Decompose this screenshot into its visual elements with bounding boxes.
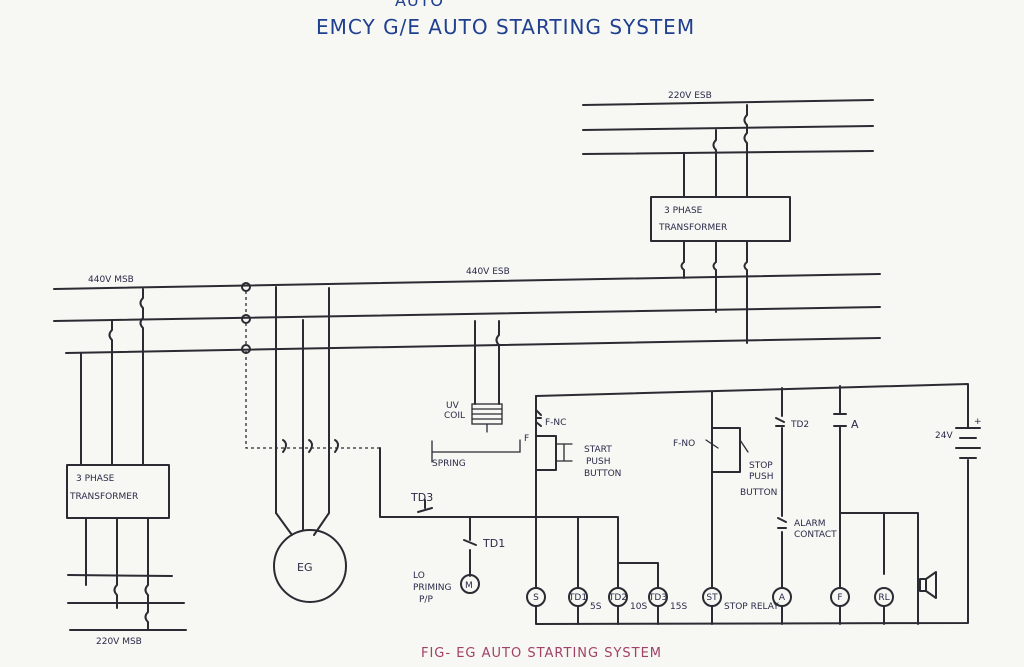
coil-circle bbox=[772, 587, 792, 607]
coil-symbol: TD1 bbox=[568, 593, 587, 603]
alarm-contact-line1: ALARM bbox=[794, 519, 826, 529]
f-label: F bbox=[524, 434, 529, 444]
stop-button-line2: PUSH bbox=[749, 472, 774, 482]
td3-contact-label: TD3 bbox=[410, 491, 433, 504]
bus-220v-msb-label: 220V MSB bbox=[96, 637, 142, 647]
start-push-button: START PUSH BUTTON bbox=[535, 435, 621, 479]
upper-transformer-line2: TRANSFORMER bbox=[658, 223, 727, 233]
coil-circle bbox=[702, 587, 722, 607]
uv-coil-line1: UV bbox=[446, 401, 460, 411]
coil-label: 10S bbox=[630, 602, 647, 612]
bus-440v-msb-label: 440V MSB bbox=[88, 275, 134, 285]
coil-f: F bbox=[830, 587, 850, 607]
a-contact-branch bbox=[833, 385, 919, 625]
f-nc-label: F-NC bbox=[545, 418, 566, 428]
coil-circle bbox=[830, 587, 850, 607]
coil-rl: RL bbox=[874, 587, 894, 607]
figure-caption: FIG- EG AUTO STARTING SYSTEM bbox=[421, 646, 662, 661]
bus-220v-esb bbox=[582, 99, 874, 155]
a-contact-label: A bbox=[851, 418, 859, 431]
alarm-branch bbox=[775, 387, 787, 625]
coil-circle bbox=[568, 587, 588, 607]
generator-label: EG bbox=[297, 561, 312, 574]
upper-3-phase-transformer: 3 PHASE TRANSFORMER bbox=[650, 196, 791, 242]
motor-symbol: M bbox=[465, 581, 473, 591]
title-fragment: AUTO bbox=[395, 0, 444, 10]
td2-contact-label: TD2 bbox=[790, 420, 809, 430]
coil-symbol: TD3 bbox=[648, 593, 667, 603]
control-circuit-frame bbox=[535, 383, 969, 625]
emergency-generator: EG bbox=[273, 529, 347, 603]
coil-circle bbox=[526, 587, 546, 607]
bus-220v-msb bbox=[67, 574, 187, 631]
diagram-title: EMCY G/E AUTO STARTING SYSTEM bbox=[316, 15, 695, 39]
stop-button-line1: STOP bbox=[749, 461, 773, 471]
f-no-label: F-NO bbox=[673, 439, 695, 449]
bus-220v-esb-label: 220V ESB bbox=[668, 91, 712, 101]
coil-label: STOP RELAY bbox=[724, 602, 779, 612]
lower-transformer-line2: TRANSFORMER bbox=[69, 492, 138, 502]
coil-s: S bbox=[526, 587, 546, 607]
coil-symbol: S bbox=[533, 593, 539, 603]
coil-symbol: A bbox=[779, 593, 786, 603]
generator-feed-lines bbox=[245, 286, 380, 536]
f-nc-contact bbox=[535, 409, 542, 427]
coil-st: ST STOP RELAY bbox=[702, 587, 779, 612]
uv-trip-linkage bbox=[379, 423, 619, 589]
priming-pump-line1: LO bbox=[413, 571, 425, 581]
timer-branches bbox=[577, 516, 659, 625]
upper-transformer-line1: 3 PHASE bbox=[664, 206, 703, 216]
td3-contact bbox=[417, 499, 433, 513]
bus-440v-esb-label: 440V ESB bbox=[466, 267, 510, 277]
coil-symbol: F bbox=[837, 593, 842, 603]
lower-transformer-leads bbox=[80, 288, 149, 631]
coil-circle bbox=[874, 587, 894, 607]
td1-contact-label: TD1 bbox=[482, 537, 505, 550]
coil-circle bbox=[608, 587, 628, 607]
coil-symbol: RL bbox=[878, 593, 889, 603]
bus-440v bbox=[53, 273, 881, 354]
battery-voltage-label: 24V bbox=[935, 431, 953, 441]
priming-pump-line2: PRIMING bbox=[413, 583, 451, 593]
battery-24v bbox=[955, 427, 981, 459]
spring-label: SPRING bbox=[432, 459, 466, 469]
lo-priming-pump: M LO PRIMING P/P bbox=[413, 571, 480, 605]
horn-icon bbox=[917, 571, 937, 607]
alarm-contact-line2: CONTACT bbox=[794, 530, 837, 540]
stop-button-line3: BUTTON bbox=[740, 488, 777, 498]
start-button-line3: BUTTON bbox=[584, 469, 621, 479]
coil-circle bbox=[648, 587, 668, 607]
td1-contact bbox=[463, 516, 477, 577]
coil-label: 15S bbox=[670, 602, 687, 612]
priming-pump-line3: P/P bbox=[419, 595, 433, 605]
lower-transformer-line1: 3 PHASE bbox=[76, 474, 115, 484]
start-button-line2: PUSH bbox=[586, 457, 611, 467]
coil-label: 5S bbox=[590, 602, 602, 612]
lower-3-phase-transformer: 3 PHASE TRANSFORMER bbox=[66, 464, 170, 519]
battery-plus-label: + bbox=[974, 417, 982, 427]
upper-transformer-leads bbox=[680, 104, 748, 344]
coil-symbol: TD2 bbox=[608, 593, 627, 603]
uv-coil-line2: COIL bbox=[444, 411, 465, 421]
uv-coil: UV COIL bbox=[444, 320, 503, 425]
stop-relay-branch bbox=[705, 391, 749, 625]
coil-a: A bbox=[772, 587, 792, 607]
start-button-line1: START bbox=[584, 445, 612, 455]
coil-symbol: ST bbox=[706, 593, 718, 603]
